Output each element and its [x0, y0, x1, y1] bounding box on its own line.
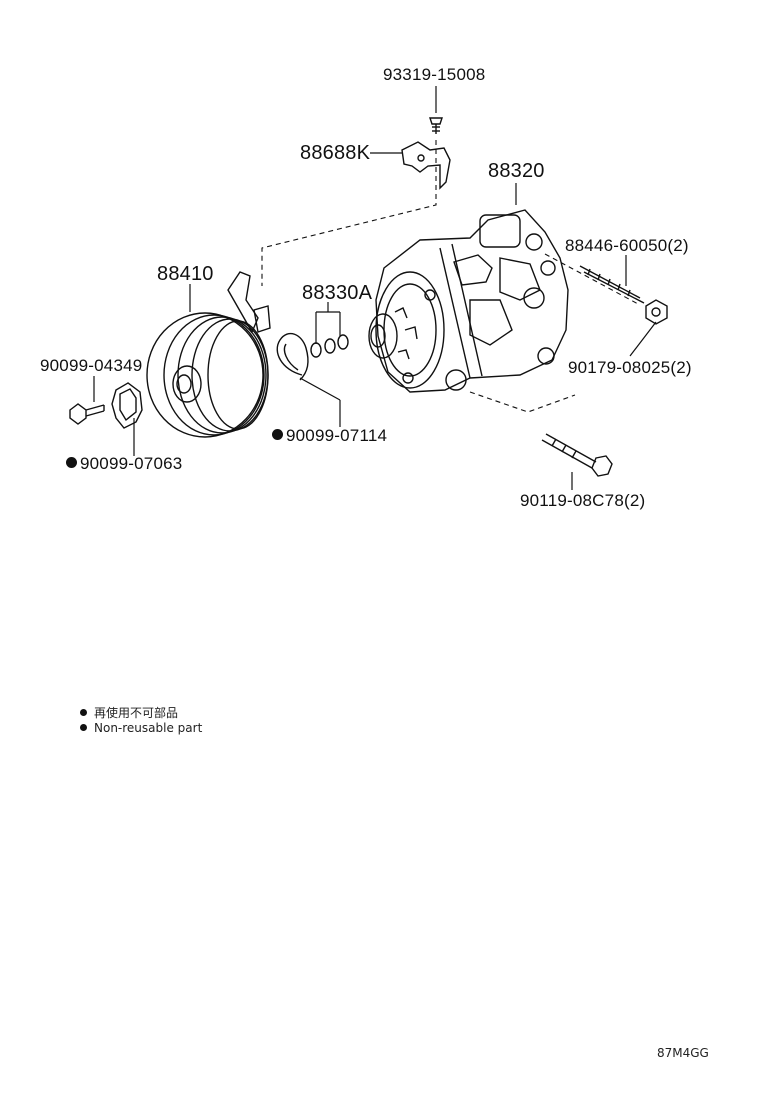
label-snap-ring-text: 90099-07114	[286, 426, 388, 445]
alignment-dashes	[261, 140, 641, 413]
bolt-90119	[541, 433, 613, 477]
nut-90179	[645, 299, 668, 325]
label-orings-88330a: 88330A	[302, 282, 373, 304]
legend-en-text: Non-reusable part	[94, 721, 203, 735]
non-reusable-dot-icon	[66, 457, 77, 468]
orings-88330a	[310, 334, 349, 358]
screw-93319	[429, 117, 443, 134]
stud-88446	[579, 265, 645, 304]
bolt-90099-04349	[69, 403, 105, 425]
legend-en: Non-reusable part	[80, 721, 202, 735]
leader-lines	[93, 86, 657, 490]
label-snap-ring-90099-07114: 90099-07114	[272, 426, 387, 446]
label-stud-88446: 88446-60050(2)	[565, 236, 689, 255]
label-bolt-90119: 90119-08C78(2)	[520, 491, 646, 510]
legend-jp: 再使用不可部品	[80, 704, 178, 721]
clutch-88410	[146, 271, 271, 438]
compressor-88320	[368, 209, 569, 393]
legend-jp-text: 再使用不可部品	[94, 706, 179, 720]
non-reusable-dot-icon	[272, 429, 283, 440]
label-shim-text: 90099-07063	[80, 454, 183, 473]
bracket-88688k	[401, 141, 451, 190]
label-bracket-88688k: 88688K	[300, 142, 371, 164]
label-clutch-88410: 88410	[157, 263, 214, 285]
label-compressor-88320: 88320	[488, 160, 545, 182]
label-nut-90179: 90179-08025(2)	[568, 358, 692, 377]
snap-ring-90099-07114	[276, 332, 309, 381]
label-shim-90099-07063: 90099-07063	[66, 454, 182, 474]
shim-90099-07063	[111, 382, 143, 429]
legend-dot-icon	[80, 709, 87, 716]
label-bolt-90099-04349: 90099-04349	[40, 356, 143, 375]
label-screw-93319: 93319-15008	[383, 65, 486, 84]
illustration-code: 87M4GG	[657, 1046, 709, 1060]
legend-dot-icon	[80, 724, 87, 731]
